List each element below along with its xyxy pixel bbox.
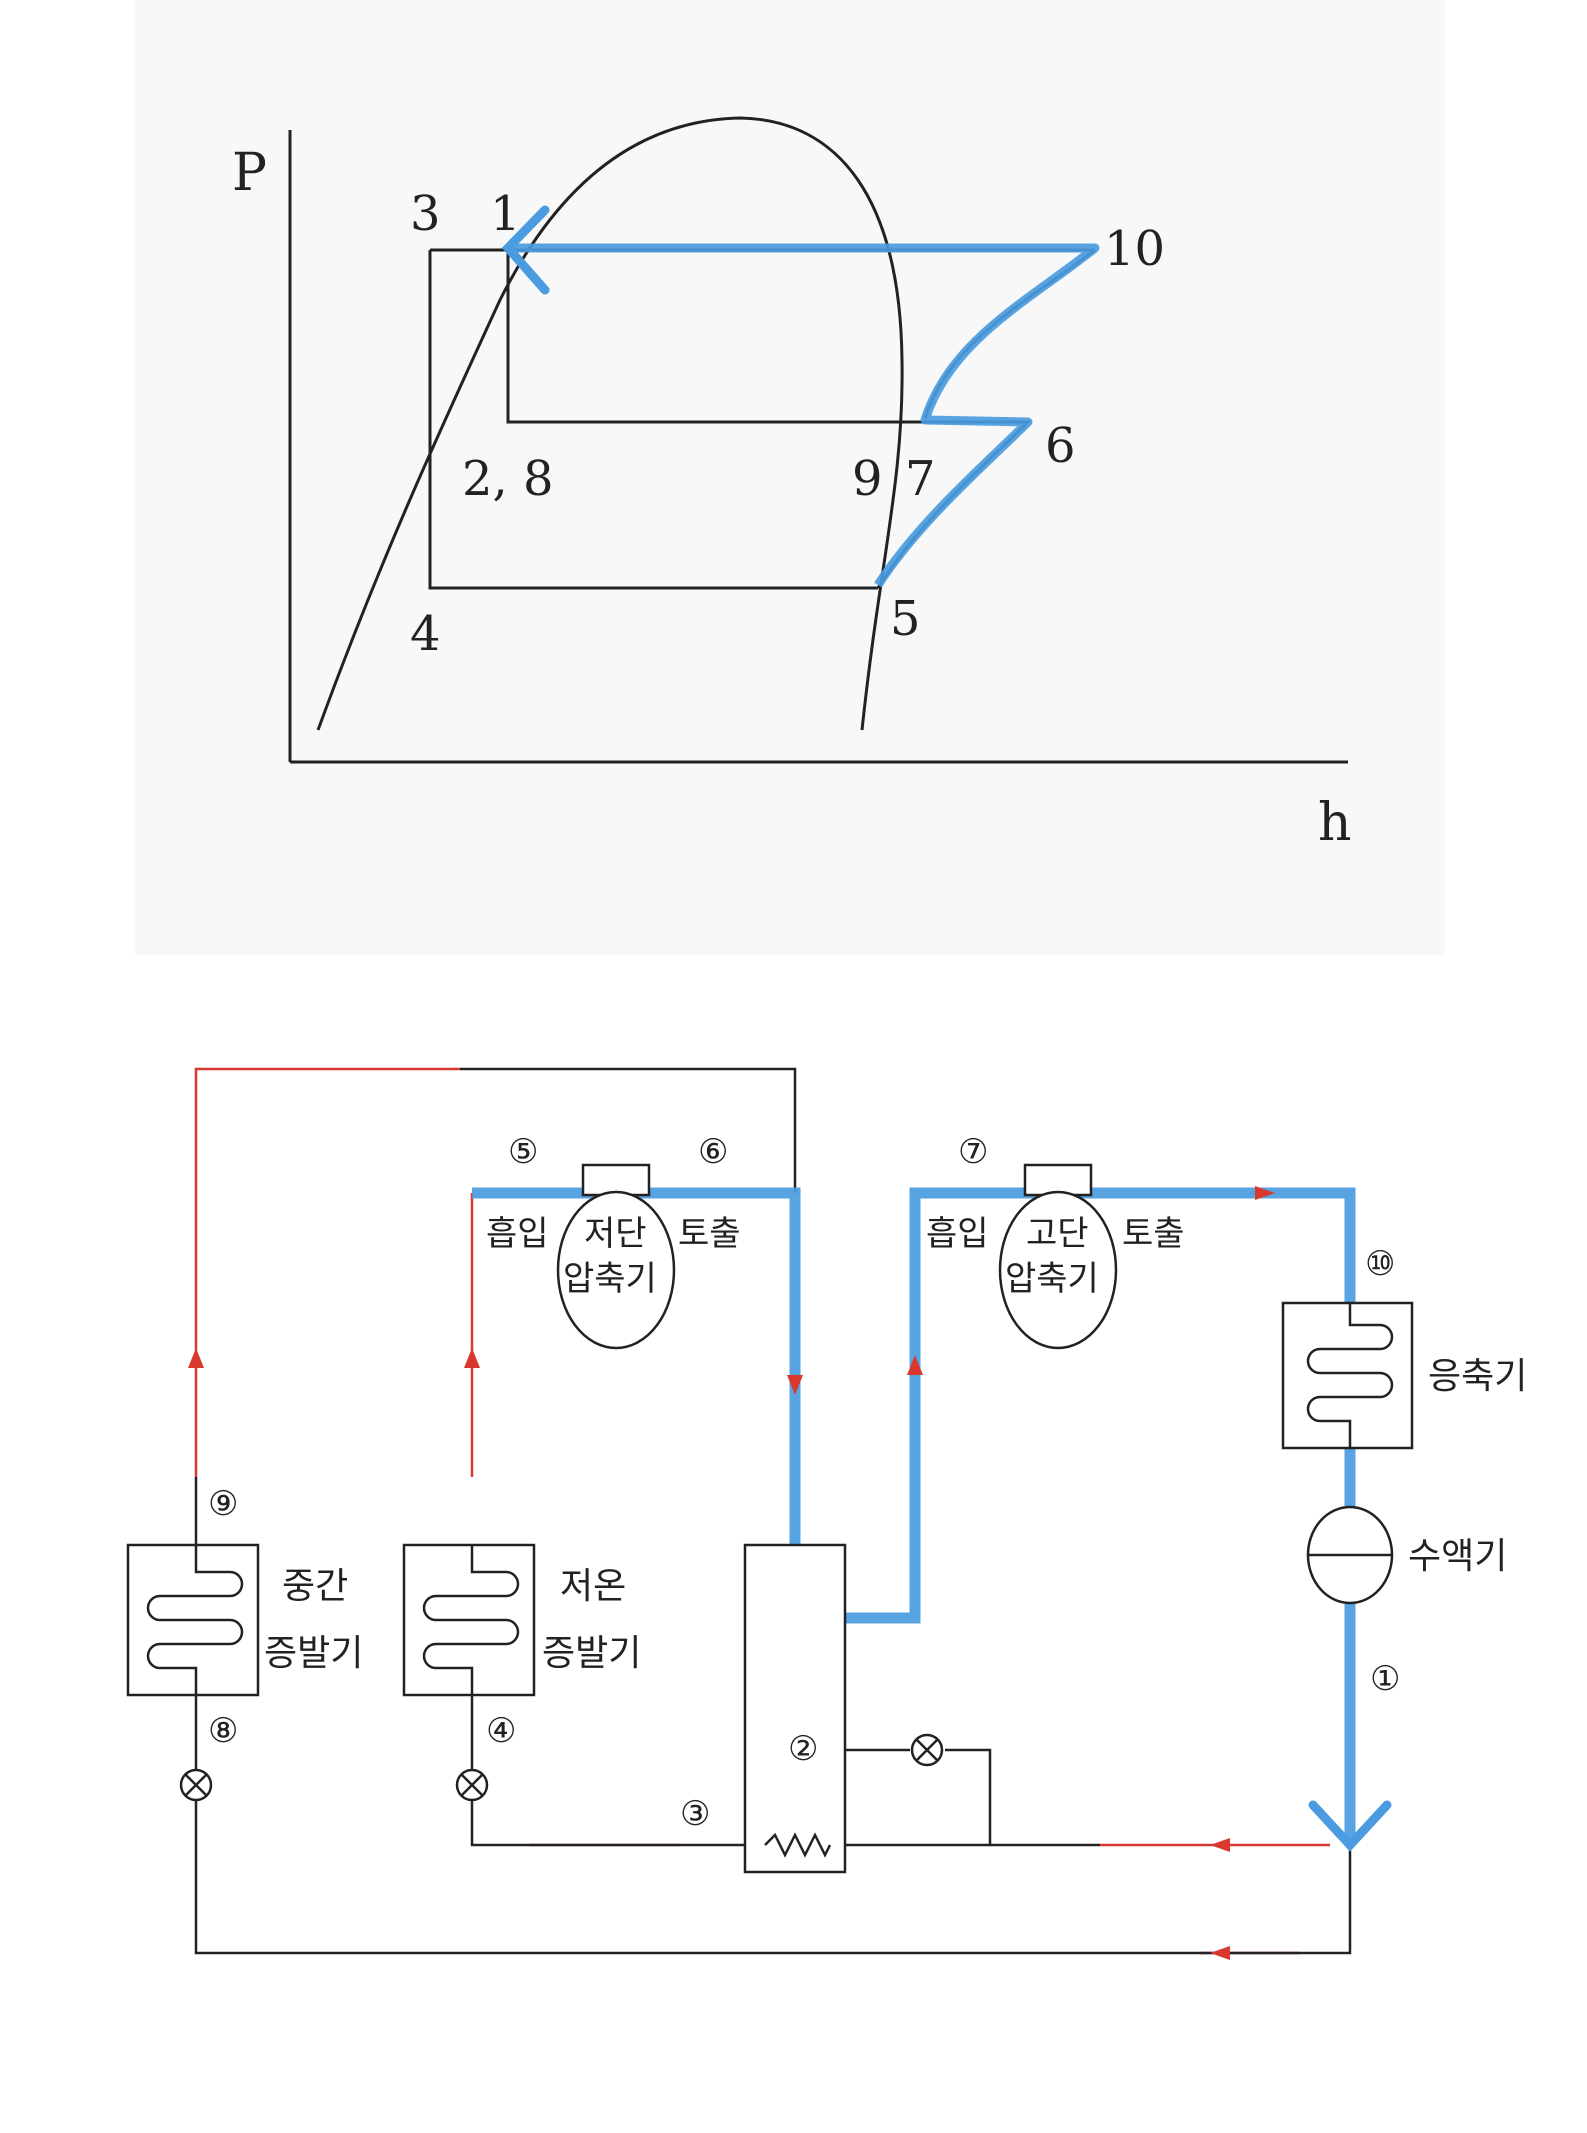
low-comp-line2-label: 압축기 (563, 1259, 657, 1299)
arrow-down-mid (787, 1375, 803, 1395)
expansion-valve-4 (455, 1768, 489, 1802)
y-axis-label: P (232, 143, 267, 203)
arrow-up-mid2 (907, 1355, 923, 1375)
mid-evaporator-label-1: 중간 (282, 1566, 348, 1607)
condenser (1281, 1301, 1414, 1450)
point-label-4: 4 (410, 606, 441, 662)
x-axis-label: h (1318, 793, 1352, 853)
condenser-label: 응축기 (1428, 1356, 1527, 1397)
point-label-5: 5 (890, 591, 921, 647)
ph-diagram-panel (135, 0, 1445, 955)
node-4: ④ (486, 1711, 516, 1751)
arrow-up-left (188, 1348, 204, 1368)
expansion-valve-8 (179, 1768, 213, 1802)
point-label-6: 6 (1045, 418, 1076, 474)
expansion-valve-intercooler (910, 1733, 944, 1767)
highlight-flow-path (472, 1187, 1356, 1840)
node-8: ⑧ (208, 1711, 238, 1751)
arrow-up-mid (464, 1348, 480, 1368)
point-label-10: 10 (1104, 221, 1165, 277)
low-stage-compressor (556, 1163, 676, 1350)
high-stage-compressor (998, 1163, 1118, 1350)
low-comp-line1-label: 저단 (584, 1214, 647, 1254)
node-9: ⑨ (208, 1484, 238, 1524)
intercooler-tank (743, 1543, 847, 1874)
node-10: ⑩ (1365, 1244, 1395, 1284)
point-label-1: 1 (490, 186, 521, 242)
node-1: ① (1370, 1659, 1400, 1699)
low-evaporator-label-2: 증발기 (542, 1633, 641, 1674)
arrow-right-top (1255, 1186, 1275, 1200)
point-label-9: 9 (852, 451, 883, 507)
mid-stage-loop (506, 250, 930, 424)
receiver-label: 수액기 (1408, 1536, 1507, 1577)
mid-evaporator (126, 1543, 260, 1697)
highlight-down-arrow (1308, 1800, 1392, 1852)
ph-diagram: P h 3 1 10 6 2, 8 9 7 5 4 (232, 116, 1352, 853)
low-evaporator-label-1: 저온 (560, 1566, 626, 1607)
flow-arrows (188, 1186, 1275, 1960)
node-5: ⑤ (508, 1132, 538, 1172)
mid-evaporator-label-2: 증발기 (264, 1633, 363, 1674)
highlight-high-stage (508, 243, 1100, 588)
saturation-dome (316, 116, 904, 731)
black-lines (194, 1067, 1352, 1955)
high-comp-line2-label: 압축기 (1005, 1259, 1099, 1299)
point-label-7: 7 (905, 451, 936, 507)
receiver (1306, 1505, 1394, 1605)
point-label-2-8: 2, 8 (462, 451, 554, 507)
arrow-left-bottom2 (1210, 1946, 1230, 1960)
low-comp-outlet-label: 토출 (678, 1214, 741, 1254)
high-comp-line1-label: 고단 (1026, 1214, 1089, 1254)
low-evaporator (402, 1543, 536, 1697)
highlight-arrowhead (501, 205, 550, 295)
node-3: ③ (680, 1794, 710, 1834)
point-label-3: 3 (410, 186, 441, 242)
arrow-left-bottom1 (1210, 1838, 1230, 1852)
node-7: ⑦ (958, 1132, 988, 1172)
high-comp-outlet-label: 토출 (1122, 1214, 1185, 1254)
low-comp-inlet-label: 흡입 (486, 1214, 549, 1254)
node-6: ⑥ (698, 1132, 728, 1172)
high-comp-inlet-label: 흡입 (926, 1214, 989, 1254)
node-2: ② (788, 1729, 818, 1769)
